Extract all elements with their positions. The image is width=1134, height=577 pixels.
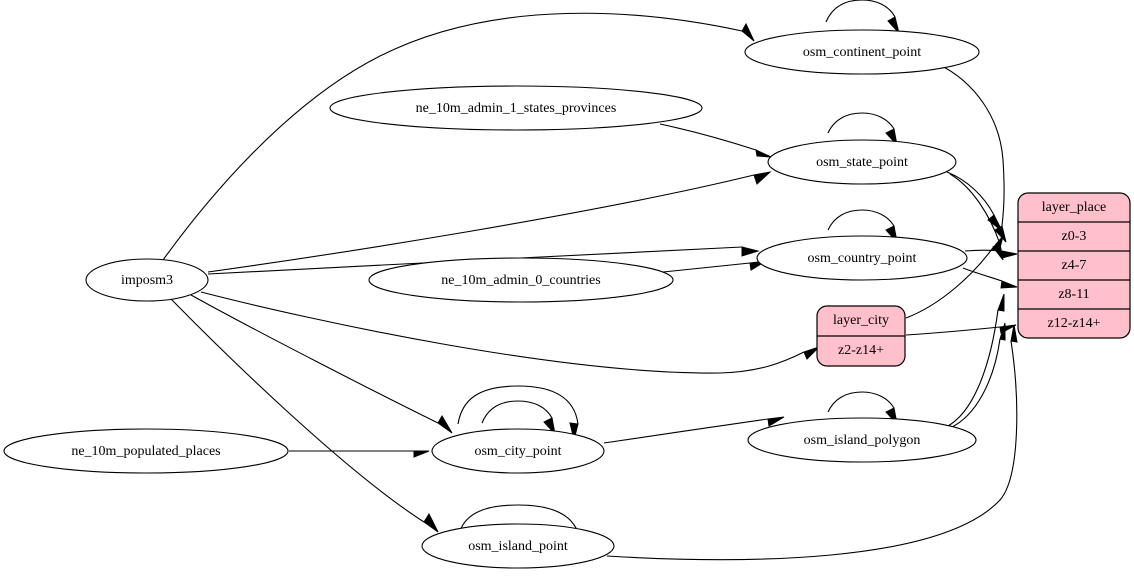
node-ne_10m_admin_0_countries[interactable]: ne_10m_admin_0_countries xyxy=(368,257,674,303)
edge-osm_country_point-to-layer_place-z8-11 xyxy=(962,267,1018,289)
node-osm_continent_point[interactable]: osm_continent_point xyxy=(744,29,980,75)
edge-osm_city_point-to-osm_island_polygon xyxy=(603,416,785,444)
edge-layer_city-to-layer_place-z0-3 xyxy=(905,235,1004,319)
record-layer_city-row-z2-z14-label: z2-z14+ xyxy=(838,343,884,358)
edge-osm_city_point-self-loop xyxy=(481,400,556,436)
node-ne_10m_admin_1_states_provinces[interactable]: ne_10m_admin_1_states_provinces xyxy=(329,85,703,131)
node-layer: imposm3 ne_10m_admin_1_states_provinces … xyxy=(3,29,980,569)
node-osm_country_point[interactable]: osm_country_point xyxy=(756,235,968,281)
edge-osm_island_point-to-layer_place-z12-z14 xyxy=(606,324,1018,561)
edge-imposm3-to-osm_continent_point xyxy=(162,12,755,261)
node-osm_state_point[interactable]: osm_state_point xyxy=(767,139,957,185)
edge-osm_city_point-outer-arc xyxy=(457,385,579,441)
node-ne_populated-label: ne_10m_populated_places xyxy=(71,444,220,459)
record-layer_city-title: layer_city xyxy=(833,313,889,328)
edge-layer xyxy=(162,0,1018,561)
edge-ne_countries-to-osm_country_point xyxy=(662,260,767,273)
edge-osm_state_point-to-layer_place-z0-3 xyxy=(946,171,1003,232)
node-ne_countries-label: ne_10m_admin_0_countries xyxy=(441,273,600,288)
node-osm_island_point-label: osm_island_point xyxy=(468,539,568,554)
edge-ne_states-to-osm_state_point xyxy=(659,123,772,158)
node-osm_country_point-label: osm_country_point xyxy=(808,251,917,266)
node-osm_island_polygon-label: osm_island_polygon xyxy=(804,433,921,448)
edge-imposm3-to-osm_island_point xyxy=(170,298,439,533)
record-layer: layer_city z2-z14+ layer_place z0-3 z4-7… xyxy=(816,192,1131,367)
node-imposm3[interactable]: imposm3 xyxy=(85,258,209,302)
record-layer_place-row-z4-7-label: z4-7 xyxy=(1062,258,1087,273)
node-ne_states-label: ne_10m_admin_1_states_provinces xyxy=(416,101,617,116)
record-layer_place[interactable]: layer_place z0-3 z4-7 z8-11 z12-z14+ xyxy=(1017,192,1131,339)
edge-layer_city-to-layer_place-z12-z14 xyxy=(905,324,1017,336)
node-osm_island_polygon[interactable]: osm_island_polygon xyxy=(747,417,977,463)
node-osm_island_point[interactable]: osm_island_point xyxy=(421,523,615,569)
record-layer_city[interactable]: layer_city z2-z14+ xyxy=(816,305,906,367)
edge-osm_island_polygon-to-layer_place-z12-z14 xyxy=(949,322,1006,429)
node-ne_10m_populated_places[interactable]: ne_10m_populated_places xyxy=(3,428,289,474)
node-osm_city_point-label: osm_city_point xyxy=(474,444,561,459)
record-layer_place-row-z0-3-label: z0-3 xyxy=(1062,229,1087,244)
record-layer_place-row-z8-11-label: z8-11 xyxy=(1058,287,1089,302)
node-imposm3-label: imposm3 xyxy=(121,273,173,288)
node-osm_continent_point-label: osm_continent_point xyxy=(803,45,921,60)
edge-osm_island_polygon-to-layer_place-z8-11 xyxy=(945,293,1005,428)
edge-osm_continent_point-self-loop xyxy=(825,0,900,34)
edge-osm_country_point-to-layer_place-z4-7 xyxy=(964,249,1018,259)
record-layer_place-title: layer_place xyxy=(1042,200,1107,215)
edge-ne_populated-to-osm_city_point xyxy=(289,450,430,458)
record-layer_place-row-z12-z14-label: z12-z14+ xyxy=(1048,316,1101,331)
node-osm_state_point-label: osm_state_point xyxy=(816,155,908,170)
node-osm_city_point[interactable]: osm_city_point xyxy=(431,428,605,474)
edge-imposm3-to-osm_state_point xyxy=(207,171,772,273)
edge-imposm3-to-osm_city_point xyxy=(190,294,453,434)
edge-imposm3-to-layer_city xyxy=(200,291,820,374)
